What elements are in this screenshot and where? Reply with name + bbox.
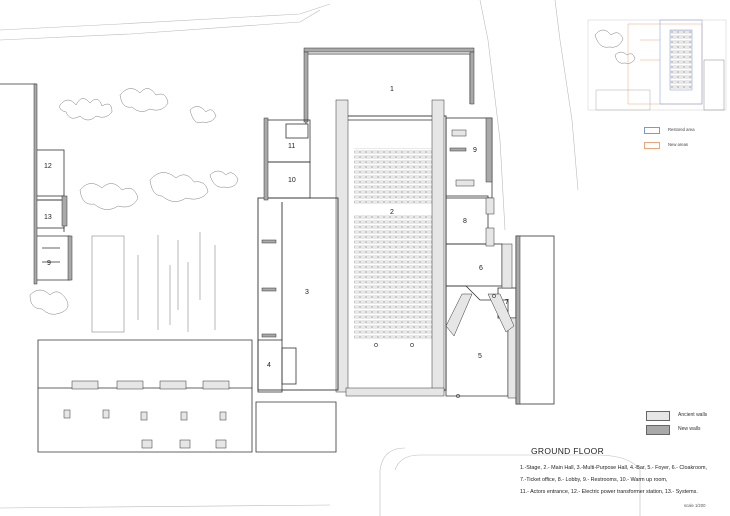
room-label-3: 3 (305, 289, 309, 296)
room-label-9b: 9 (47, 260, 51, 267)
key-line-3: 11.- Actors entrance, 12.- Electric powe… (520, 489, 698, 495)
plan-title: GROUND FLOOR (531, 446, 605, 456)
ancient-walls-swatch (646, 411, 670, 421)
right-rooms-walls (445, 129, 517, 399)
seating-upper (354, 148, 432, 204)
columns (374, 294, 496, 398)
room-label-13: 13 (44, 214, 52, 221)
stage (305, 53, 471, 124)
key-plan-new-swatch (644, 142, 660, 149)
left-walls (33, 83, 73, 285)
right-rooms (445, 117, 555, 405)
trees (29, 29, 636, 315)
lower-building-openings (63, 380, 230, 449)
room-label-5: 5 (478, 353, 482, 360)
bar (257, 339, 297, 393)
room-label-6: 6 (479, 265, 483, 272)
new-walls-swatch (646, 425, 670, 435)
room-label-7: 7 (505, 299, 509, 306)
key-plan-restored-label: Restored area (668, 127, 695, 132)
key-plan-new-label: New areas (668, 142, 689, 147)
multi-purpose-walls (261, 239, 277, 338)
room-label-9a: 9 (473, 147, 477, 154)
courtyard (91, 232, 216, 333)
room-label-1: 1 (390, 86, 394, 93)
ancient-walls-label: Ancient walls (678, 412, 708, 418)
room-label-8: 8 (463, 218, 467, 225)
room-label-2: 2 (390, 209, 394, 216)
seating-lower (354, 214, 432, 340)
room-label-12: 12 (44, 163, 52, 170)
rooms-10-11-walls (263, 117, 269, 201)
rooms-10-11 (265, 119, 311, 199)
scale-label: scale 1/200 (684, 503, 706, 508)
right-new-walls (449, 117, 521, 405)
new-walls-label: New walls (678, 426, 701, 432)
site-outline (0, 0, 641, 516)
key-line-1: 1.-Stage, 2.- Main Hall, 3.-Multi-Purpos… (520, 465, 707, 471)
key-plan (587, 19, 727, 111)
main-hall-walls (335, 99, 445, 397)
key-plan-restored-swatch (644, 127, 660, 134)
room-label-10: 10 (288, 177, 296, 184)
room-label-4: 4 (267, 362, 271, 369)
room-label-11: 11 (288, 143, 295, 150)
key-line-2: 7.-Ticket office, 8.- Lobby, 9.- Restroo… (520, 477, 668, 483)
stage-new-walls (303, 47, 475, 123)
lower-building (37, 339, 337, 453)
